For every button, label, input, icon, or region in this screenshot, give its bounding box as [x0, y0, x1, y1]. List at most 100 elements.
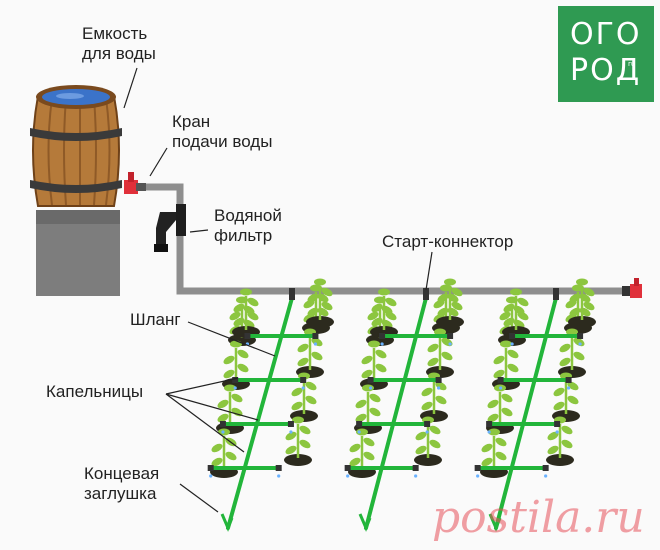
end-cap-label: Концевая заглушка: [84, 464, 160, 503]
plant-leaf: [561, 439, 573, 449]
plant-leaf: [349, 457, 361, 467]
start-connector-label: Старт-коннектор: [382, 232, 514, 251]
water-drop: [346, 474, 350, 478]
plant-leaf: [368, 340, 380, 348]
plant-icon: [232, 288, 260, 338]
dripper-icon: [207, 465, 214, 471]
dripper-icon: [287, 421, 294, 427]
plant-leaf: [510, 288, 522, 296]
plant-icon: [426, 328, 454, 378]
dripper-icon: [379, 333, 386, 339]
dripper-icon: [554, 421, 561, 427]
plant-leaf: [224, 384, 236, 392]
plant-leaf: [305, 395, 317, 405]
dripper-icon: [300, 377, 307, 383]
plant-leaf: [569, 293, 581, 303]
plant-leaf: [299, 439, 311, 449]
plant-leaf: [363, 437, 375, 447]
plant-icon: [436, 278, 464, 328]
plant-leaf: [437, 307, 449, 317]
plant-leaf: [369, 407, 381, 417]
plant-icon: [370, 288, 398, 338]
dripper-icon: [424, 421, 431, 427]
plant-leaf: [561, 425, 573, 435]
filter-icon: [154, 204, 186, 252]
leader-lines: [123, 67, 433, 513]
plant-leaf: [233, 317, 245, 327]
plant-leaf: [211, 457, 223, 467]
plant-leaf: [321, 287, 333, 297]
soil-hole: [306, 316, 334, 328]
water-drop: [221, 430, 225, 434]
plant-icon: [348, 428, 376, 478]
filter-label: Водяной фильтр: [214, 206, 282, 245]
plant-leaf: [305, 381, 317, 391]
plant-leaf: [421, 401, 433, 411]
barrel-stand-shade: [36, 210, 120, 224]
start-connector: [423, 288, 429, 300]
plant-leaf: [291, 401, 303, 411]
plant-leaf: [559, 357, 571, 367]
plant-leaf: [371, 317, 383, 327]
dripper-icon: [497, 377, 504, 383]
plant-leaf: [493, 355, 505, 365]
plant-leaf: [444, 278, 456, 286]
dripper-icon: [244, 333, 251, 339]
plant-icon: [546, 416, 574, 466]
dripper-icon: [486, 421, 493, 427]
soil-hole: [568, 316, 596, 328]
plant-leaf: [230, 340, 242, 348]
plant-leaf: [285, 431, 297, 441]
dripper-icon: [232, 377, 239, 383]
plant-leaf: [437, 293, 449, 303]
dripper-icon: [275, 465, 282, 471]
plant-leaf: [573, 337, 585, 347]
plant-leaf: [375, 349, 387, 359]
plant-leaf: [223, 355, 235, 365]
plant-leaf: [487, 413, 499, 423]
plant-leaf: [371, 303, 383, 313]
plant-leaf: [363, 451, 375, 461]
drippers-label: Капельницы: [46, 382, 144, 401]
soil-hole: [414, 454, 442, 466]
water-drop: [369, 386, 373, 390]
water-drop: [476, 474, 480, 478]
water-drop: [233, 386, 237, 390]
plant-leaf: [451, 287, 463, 297]
plant-icon: [502, 288, 530, 338]
plant-leaf: [385, 311, 397, 321]
plant-leaf: [576, 278, 588, 286]
dripper-icon: [412, 465, 419, 471]
water-drop: [487, 430, 491, 434]
plant-leaf: [237, 349, 249, 359]
plant-leaf: [223, 369, 235, 379]
dripper-icon: [474, 465, 481, 471]
plant-leaf: [573, 351, 585, 361]
plant-leaf: [297, 357, 309, 367]
plant-leaf: [229, 311, 241, 321]
soil-hole: [546, 454, 574, 466]
plant-icon: [492, 340, 520, 390]
plant-leaf: [297, 343, 309, 353]
plant-leaf: [421, 387, 433, 397]
plant-leaf: [499, 311, 511, 321]
dripper-icon: [447, 333, 454, 339]
dripper-icon: [509, 333, 516, 339]
plant-leaf: [427, 343, 439, 353]
plant-leaf: [481, 443, 493, 453]
plant-leaf: [307, 307, 319, 317]
water-drop: [380, 342, 384, 346]
ogorod-logo: ОГО РОД ru: [558, 6, 654, 102]
plant-leaf: [307, 293, 319, 303]
start-connector: [289, 288, 295, 300]
plant-leaf: [451, 301, 463, 311]
dripper-icon: [435, 377, 442, 383]
plant-leaf: [487, 399, 499, 409]
plant-leaf: [567, 381, 579, 391]
water-drop: [313, 342, 318, 346]
barrel-icon: [30, 85, 122, 207]
main-pipe: [130, 183, 636, 295]
plant-leaf: [501, 407, 513, 417]
water-drop: [578, 342, 582, 346]
plant-leaf: [503, 317, 515, 327]
